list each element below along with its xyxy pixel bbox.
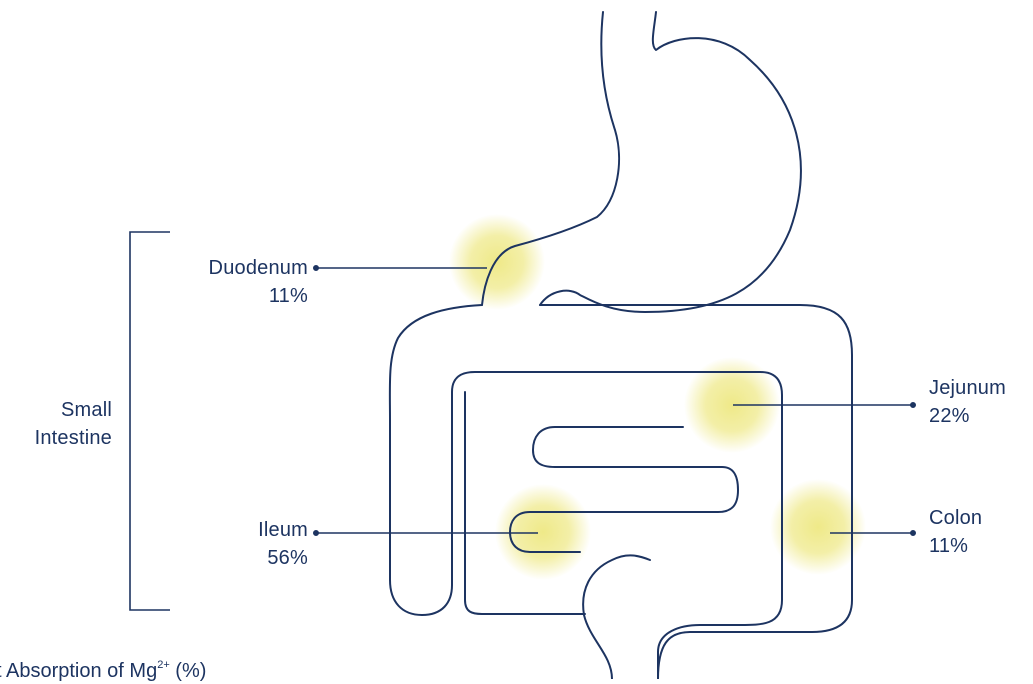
- jejunum-name: Jejunum: [929, 374, 1006, 402]
- jejunum-leader-dot: [911, 403, 915, 407]
- ileum-name: Ileum: [150, 516, 308, 544]
- jejunum-value: 22%: [929, 402, 1006, 430]
- colon-value: 11%: [929, 532, 982, 560]
- duodenum-value: 11%: [150, 282, 308, 310]
- absorption-caption: ct Absorption of Mg2+ (%): [0, 652, 206, 684]
- ileum-leader-dot: [314, 531, 318, 535]
- duodenum-leader-dot: [314, 266, 318, 270]
- colon-name: Colon: [929, 504, 982, 532]
- small-intestine-line1: Small: [0, 396, 112, 424]
- duodenum-highlight: [449, 214, 545, 310]
- colon-label: Colon 11%: [929, 504, 982, 560]
- colon-leader-dot: [911, 531, 915, 535]
- duodenum-label: Duodenum 11%: [150, 254, 308, 310]
- jejunum-label: Jejunum 22%: [929, 374, 1006, 430]
- caption-superscript: 2+: [157, 659, 170, 671]
- duodenum-name: Duodenum: [150, 254, 308, 282]
- stomach-outline-outer: [540, 12, 801, 312]
- ileum-label: Ileum 56%: [150, 516, 308, 572]
- rectum-left: [583, 555, 650, 679]
- small-intestine-line2: Intestine: [0, 424, 112, 452]
- small-intestine-label: Small Intestine: [0, 396, 112, 452]
- ileum-value: 56%: [150, 544, 308, 572]
